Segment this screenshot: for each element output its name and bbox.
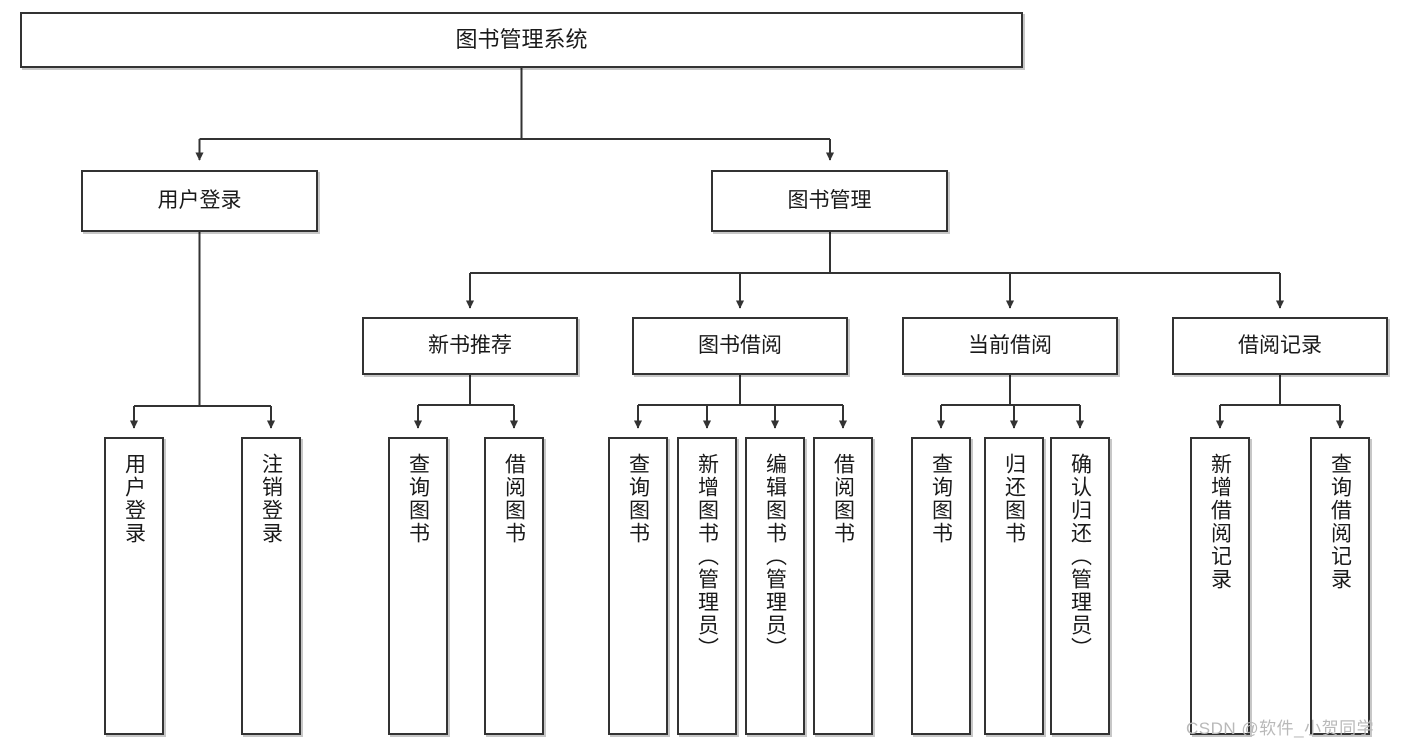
node-leaf-add-book[interactable]: 新增图书（管理员） bbox=[677, 437, 737, 735]
node-label: 新增借阅记录 bbox=[1208, 453, 1232, 591]
node-user-login[interactable]: 用户登录 bbox=[81, 170, 318, 232]
node-current-borrow[interactable]: 当前借阅 bbox=[902, 317, 1118, 375]
node-leaf-borrow-book-1[interactable]: 借阅图书 bbox=[484, 437, 544, 735]
node-label: 查询图书 bbox=[406, 453, 430, 545]
node-label: 查询图书 bbox=[626, 453, 650, 545]
node-label: 新增图书（管理员） bbox=[695, 453, 719, 660]
node-book-borrow[interactable]: 图书借阅 bbox=[632, 317, 848, 375]
node-label: 查询图书 bbox=[929, 453, 953, 545]
node-leaf-add-record[interactable]: 新增借阅记录 bbox=[1190, 437, 1250, 735]
node-leaf-edit-book[interactable]: 编辑图书（管理员） bbox=[745, 437, 805, 735]
node-borrow-record[interactable]: 借阅记录 bbox=[1172, 317, 1388, 375]
node-label: 归还图书 bbox=[1002, 453, 1026, 545]
node-label: 借阅图书 bbox=[831, 453, 855, 545]
node-label: 确认归还（管理员） bbox=[1068, 453, 1092, 660]
node-label: 注销登录 bbox=[259, 453, 283, 545]
node-label: 查询借阅记录 bbox=[1328, 453, 1352, 591]
node-leaf-borrow-book-2[interactable]: 借阅图书 bbox=[813, 437, 873, 735]
node-book-manage[interactable]: 图书管理 bbox=[711, 170, 948, 232]
node-leaf-confirm-return[interactable]: 确认归还（管理员） bbox=[1050, 437, 1110, 735]
node-leaf-query-book-1[interactable]: 查询图书 bbox=[388, 437, 448, 735]
node-label: 图书借阅 bbox=[698, 333, 782, 357]
node-leaf-return-book[interactable]: 归还图书 bbox=[984, 437, 1044, 735]
node-label: 用户登录 bbox=[122, 453, 146, 545]
node-label: 图书管理系统 bbox=[455, 27, 588, 53]
node-label: 编辑图书（管理员） bbox=[763, 453, 787, 660]
node-label: 借阅记录 bbox=[1238, 333, 1322, 357]
node-leaf-user-login[interactable]: 用户登录 bbox=[104, 437, 164, 735]
node-leaf-query-book-2[interactable]: 查询图书 bbox=[608, 437, 668, 735]
node-leaf-query-record[interactable]: 查询借阅记录 bbox=[1310, 437, 1370, 735]
node-label: 图书管理 bbox=[787, 188, 872, 212]
node-label: 借阅图书 bbox=[502, 453, 526, 545]
node-leaf-user-logout[interactable]: 注销登录 bbox=[241, 437, 301, 735]
node-leaf-query-book-3[interactable]: 查询图书 bbox=[911, 437, 971, 735]
node-label: 当前借阅 bbox=[968, 333, 1052, 357]
watermark: CSDN @软件_小贺同学 bbox=[1186, 719, 1375, 738]
node-root-system[interactable]: 图书管理系统 bbox=[20, 12, 1023, 68]
node-label: 用户登录 bbox=[157, 188, 242, 212]
node-label: 新书推荐 bbox=[428, 333, 512, 357]
node-new-book-recommend[interactable]: 新书推荐 bbox=[362, 317, 578, 375]
